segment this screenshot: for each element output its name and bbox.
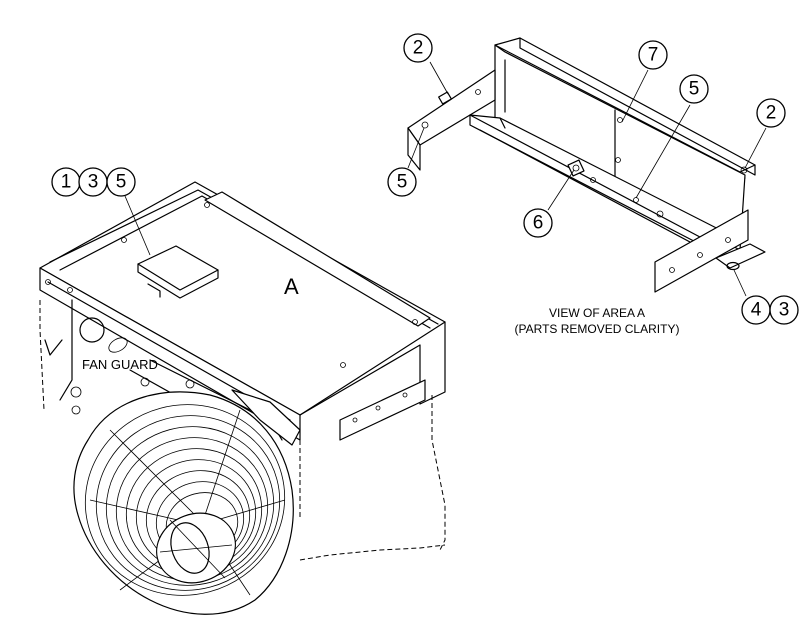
callout-number: 1	[61, 172, 72, 193]
callout-number: 4	[751, 300, 762, 321]
left-bracket	[407, 69, 496, 146]
callout-number: 5	[397, 172, 408, 193]
view-title-line2: (PARTS REMOVED CLARITY)	[515, 322, 680, 336]
callout-7: 7	[638, 40, 668, 70]
callout-number: 7	[648, 45, 659, 66]
callout-3-right: 3	[769, 295, 799, 325]
fan-hub	[156, 512, 236, 584]
callout-number: 5	[689, 79, 700, 100]
bottom-bracket	[715, 243, 766, 269]
side-bracket	[339, 379, 426, 441]
callout-5: 5	[106, 167, 136, 197]
callout-1: 1	[51, 167, 81, 197]
area-a-view	[407, 37, 766, 293]
top-rail	[204, 191, 431, 327]
area-a-label: A	[284, 274, 299, 299]
callout-5-left: 5	[387, 167, 417, 197]
callout-number: 2	[413, 38, 424, 59]
callout-2-right: 2	[756, 98, 786, 128]
fan-guard	[73, 391, 294, 615]
decal-icon	[79, 317, 105, 343]
callout-3: 3	[78, 167, 108, 197]
leader-lines	[124, 61, 767, 297]
callout-number: 3	[88, 172, 99, 193]
housing-assembly	[39, 181, 446, 561]
view-title-line1: VIEW OF AREA A	[549, 306, 645, 320]
callout-number: 6	[533, 213, 544, 234]
callout-4: 4	[741, 295, 771, 325]
fan-guard-label: FAN GUARD	[82, 357, 158, 372]
callout-5-rail: 5	[679, 74, 709, 104]
callout-number: 2	[766, 103, 777, 124]
right-end-plate	[654, 209, 749, 293]
callout-number: 3	[779, 300, 790, 321]
callout-number: 5	[116, 172, 127, 193]
callout-6: 6	[523, 208, 553, 238]
callout-2-left: 2	[403, 33, 433, 63]
